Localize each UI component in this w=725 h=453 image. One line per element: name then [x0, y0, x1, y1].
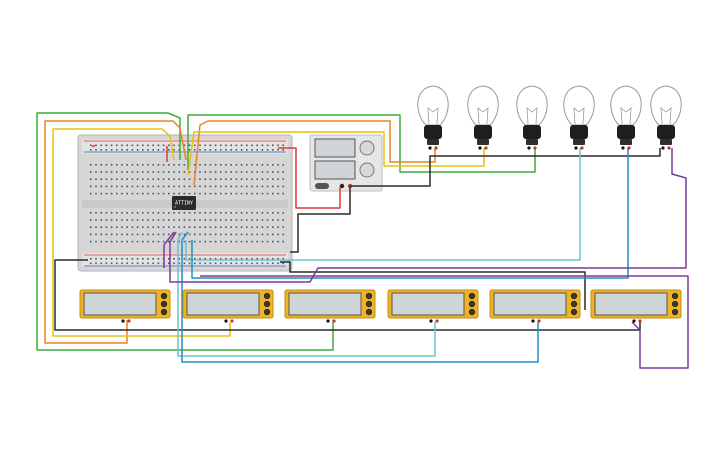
breadboard-holes [90, 144, 284, 265]
light-bulb-icon[interactable] [417, 85, 449, 150]
power-switch [315, 183, 329, 189]
light-bulb-icon[interactable] [610, 85, 642, 150]
multimeter-icon[interactable] [387, 289, 479, 323]
multimeter-icon[interactable] [284, 289, 376, 323]
wires[interactable] [36, 112, 689, 369]
multimeter-icon[interactable] [79, 289, 171, 323]
multimeters [79, 289, 682, 323]
multimeter-icon[interactable] [182, 289, 274, 323]
light-bulbs [417, 85, 682, 150]
light-bulb-icon[interactable] [467, 85, 499, 150]
power-supply[interactable] [309, 134, 383, 192]
light-bulb-icon[interactable] [650, 85, 682, 150]
multimeter-icon[interactable] [590, 289, 682, 323]
negative-terminal [339, 183, 345, 189]
chip-label: ATTINY [175, 201, 193, 207]
multimeter-icon[interactable] [489, 289, 581, 323]
light-bulb-icon[interactable] [516, 85, 548, 150]
attiny-chip[interactable]: ATTINY [172, 196, 196, 210]
light-bulb-icon[interactable] [563, 85, 595, 150]
